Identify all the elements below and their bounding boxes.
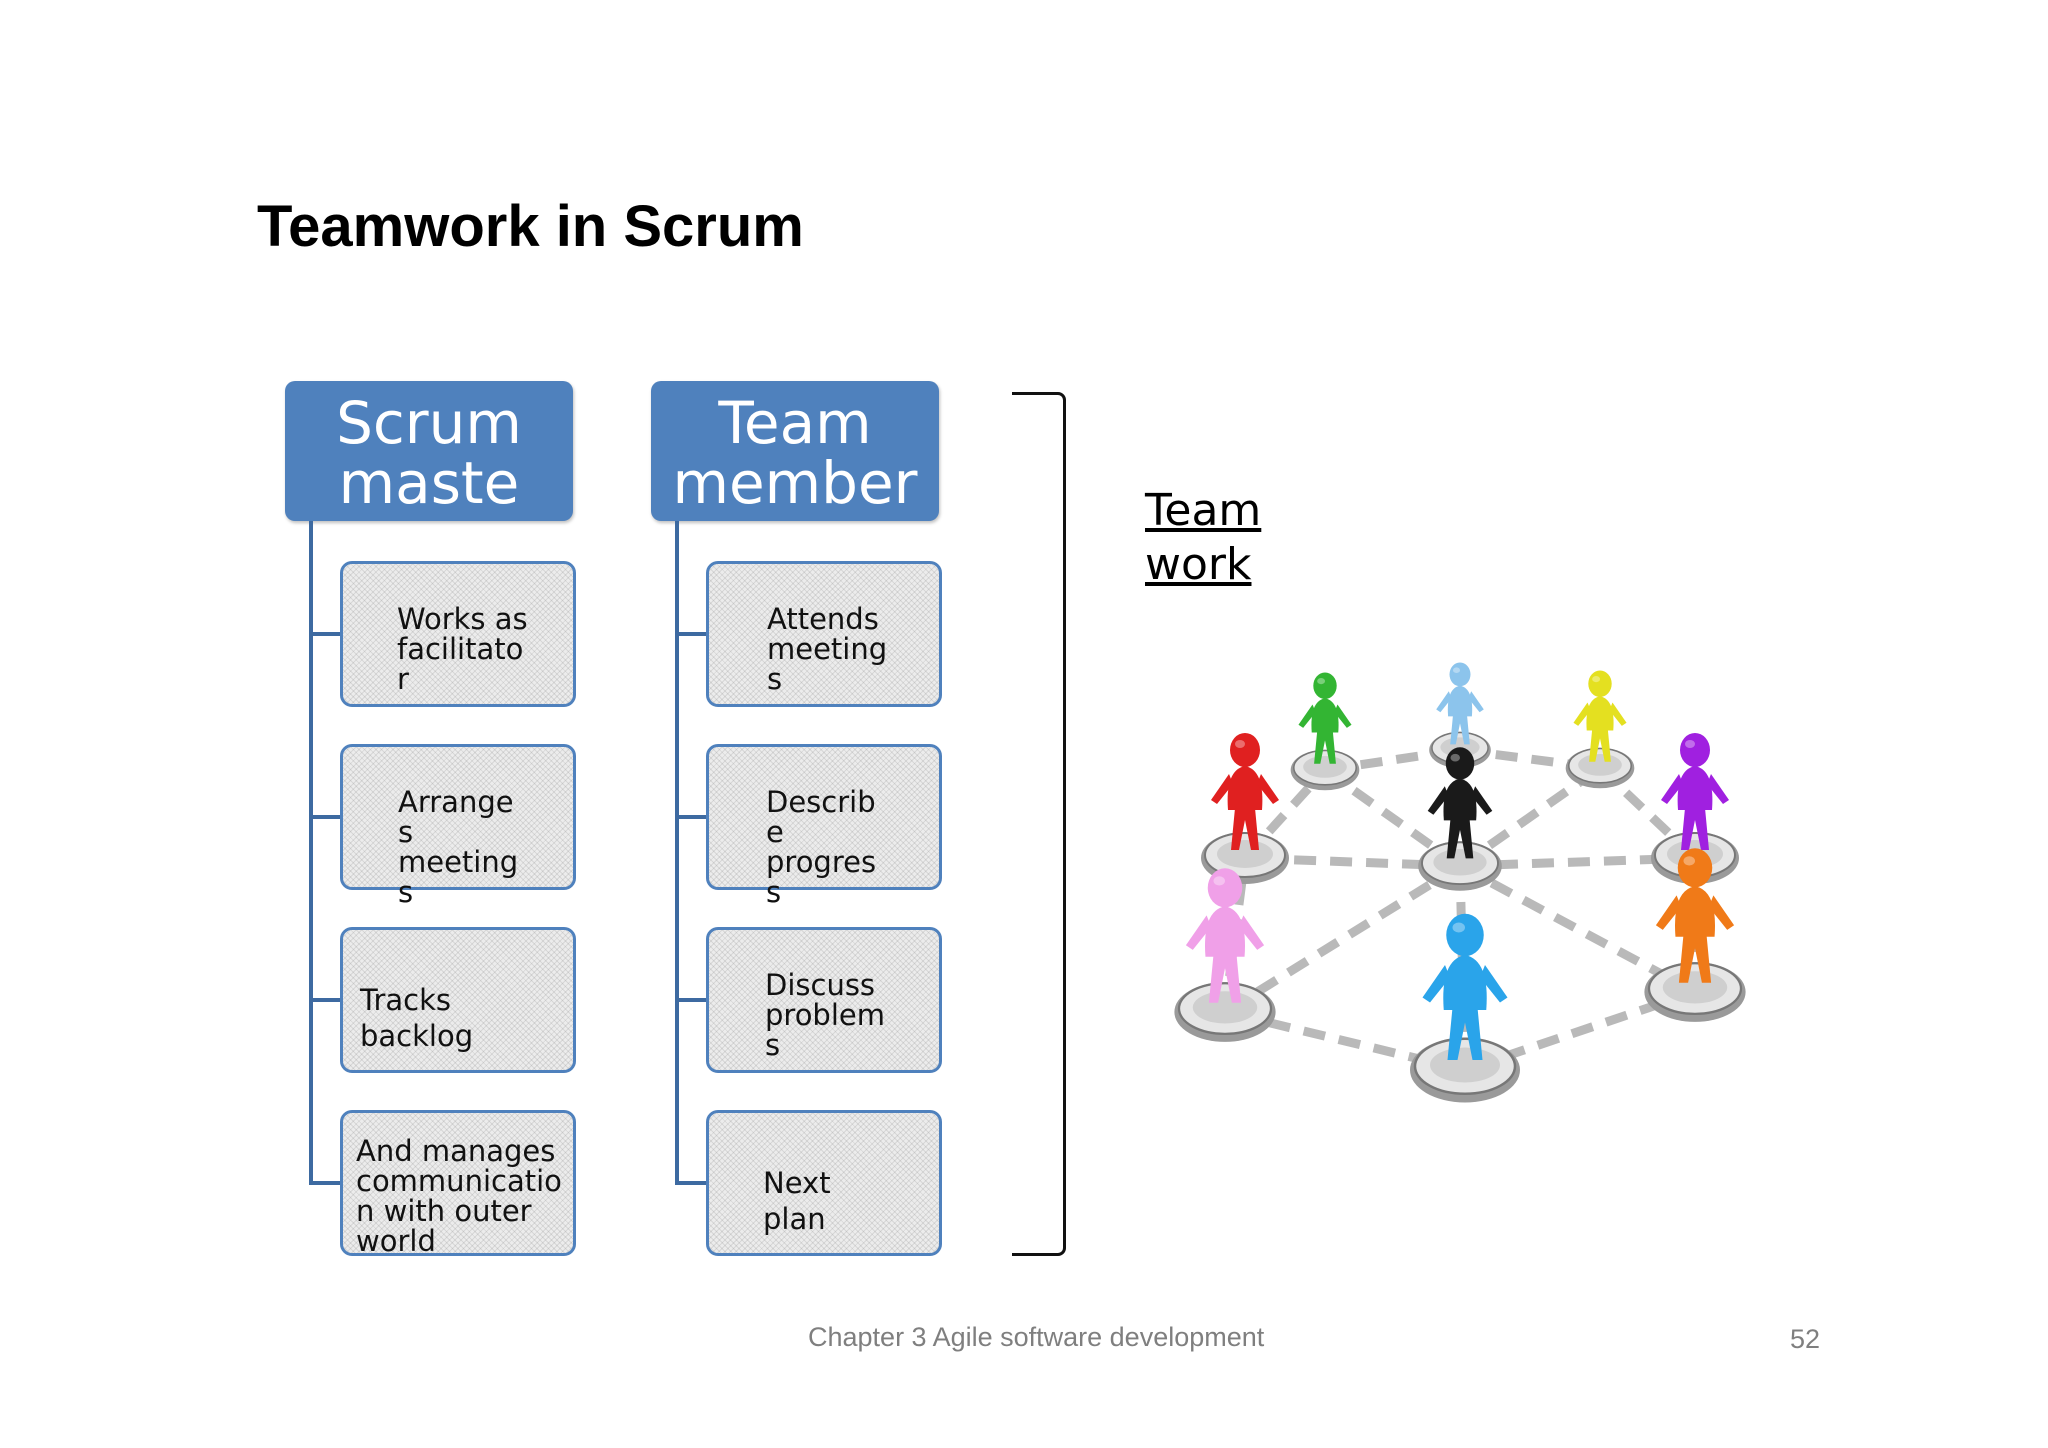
scrum-master-item-facilitator: Works as facilitato r [340, 561, 576, 707]
slide-title: Teamwork in Scrum [257, 194, 804, 259]
scrum-master-header: Scrum maste [285, 381, 573, 521]
scrum-master-item-tracks-backlog: Tracks backlog [340, 927, 576, 1073]
team-member-item-text: Attends meeting s [767, 602, 888, 696]
scrum-master-item-text: And manages communicatio n with outer wo… [356, 1134, 562, 1258]
team-member-connector [675, 815, 707, 819]
scrum-master-connector [309, 998, 341, 1002]
network-link [1222, 862, 1463, 1016]
person-figure [1644, 848, 1746, 1022]
scrum-master-item-arranges-meetings: Arrange s meeting s [340, 744, 576, 907]
person-figure [1290, 672, 1360, 791]
person-figure [1201, 733, 1289, 884]
network-people [1174, 662, 1746, 1103]
scrum-master-connector [309, 815, 341, 819]
scrum-master-connector [309, 632, 341, 636]
team-bracket [1012, 392, 1066, 1256]
team-member-tree-line [675, 521, 679, 1185]
scrum-master-item-text: Works as facilitato r [397, 602, 528, 696]
team-member-item-discuss-problems: Discuss problem s [706, 927, 942, 1073]
network-link [1457, 764, 1603, 870]
team-member-item-attends-meetings: Attends meeting s [706, 561, 942, 707]
network-link [1457, 862, 1698, 996]
scrum-master-item-manages-communication: And manages communicatio n with outer wo… [340, 1110, 576, 1256]
team-member-connector [675, 998, 707, 1002]
team-member-item-text: Describ e progres s [766, 785, 877, 909]
team-network-illustration [1174, 662, 1746, 1103]
scrum-master-tree-line [309, 521, 313, 1185]
teamwork-label: Team work [1145, 485, 1262, 590]
team-member-item-text: Next plan [763, 1166, 831, 1236]
network-link [1322, 766, 1463, 870]
person-figure [1174, 868, 1276, 1042]
slide-footer: Chapter 3 Agile software development [808, 1322, 1265, 1352]
team-member-header: Team member [651, 381, 939, 521]
team-member-item-next-plan: Next plan [706, 1110, 942, 1256]
team-member-connector [675, 632, 707, 636]
person-figure [1418, 747, 1502, 891]
team-member-connector [675, 1181, 707, 1185]
team-member-item-text: Discuss problem s [765, 968, 885, 1062]
scrum-master-item-text: Arrange s meeting s [398, 785, 519, 909]
person-figure [1410, 913, 1520, 1103]
scrum-master-item-text: Tracks backlog [360, 983, 474, 1053]
page-number: 52 [1790, 1324, 1821, 1354]
scrum-master-connector [309, 1181, 341, 1185]
team-member-item-describe-progress: Describ e progres s [706, 744, 942, 907]
person-figure [1565, 670, 1635, 789]
